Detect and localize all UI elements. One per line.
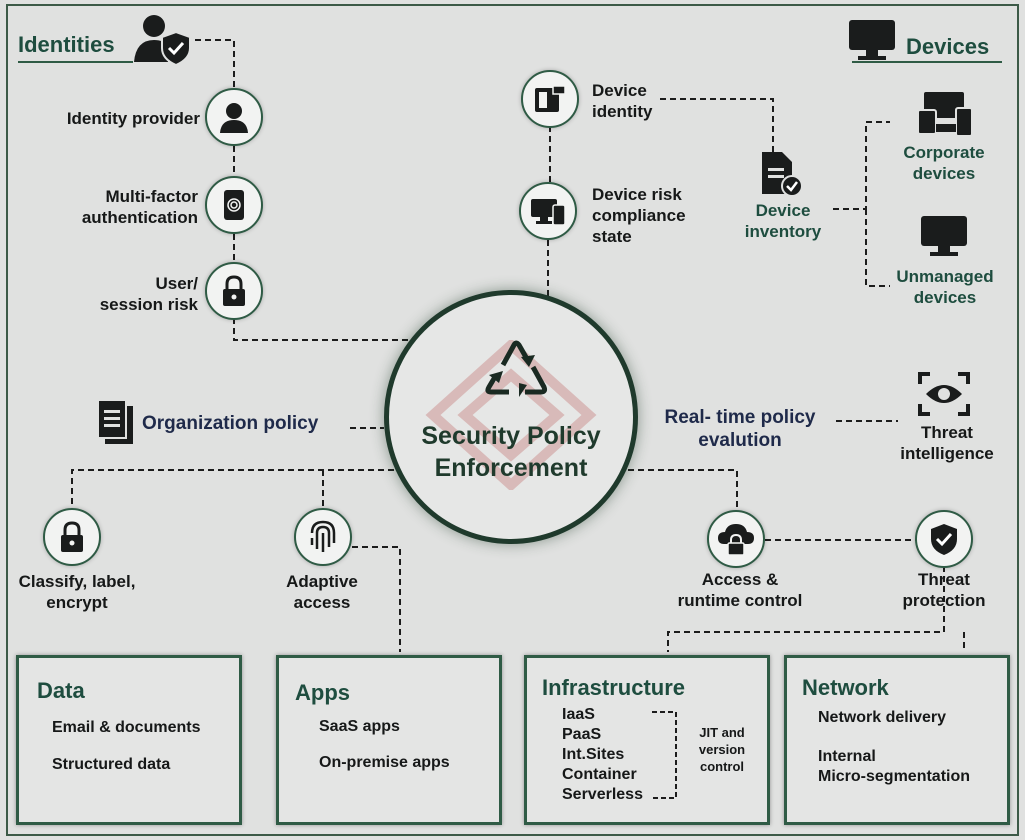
classify-label-2: encrypt: [46, 593, 108, 612]
infra-item: Container: [562, 766, 637, 783]
identities-title: Identities: [18, 32, 115, 57]
devices-title: Devices: [906, 34, 990, 59]
data-item: Structured data: [52, 756, 171, 773]
policy-documents-icon: [96, 398, 136, 451]
fingerprint-icon: [310, 520, 336, 552]
jit-label-2: version: [698, 742, 746, 757]
shield-check-icon: [931, 524, 957, 555]
apps-box: Apps SaaS apps On-premise apps: [276, 655, 502, 825]
jit-label-1: JIT and: [699, 725, 745, 740]
adaptive-label-2: access: [293, 593, 351, 612]
unmanaged-label-2: devices: [913, 288, 977, 307]
devices-underline: [852, 61, 1002, 63]
center-title-2: Enforcement: [434, 454, 588, 482]
unmanaged-monitor-icon: [920, 214, 968, 263]
network-item: Network delivery: [818, 709, 947, 726]
unmanaged-label-1: Unmanaged: [896, 267, 994, 286]
devices-compliance-icon: [531, 199, 566, 226]
inventory-label-1: Device: [755, 201, 811, 220]
realtime-label-1: Real- time policy: [664, 407, 816, 428]
org-policy-label: Organization policy: [142, 413, 319, 434]
apps-box-title: Apps: [295, 680, 350, 705]
access-runtime-label-1: Access &: [701, 570, 779, 589]
classify-label-1: Classify, label,: [18, 572, 136, 591]
security-policy-center: Security Policy Enforcement: [384, 290, 638, 544]
corporate-label-2: devices: [912, 164, 976, 183]
adaptive-access-node: [294, 508, 352, 566]
corporate-devices-icon: [916, 90, 974, 143]
user-icon: [220, 103, 248, 133]
classify-node: [43, 508, 101, 566]
network-box-title: Network: [802, 675, 889, 700]
data-item: Email & documents: [52, 719, 201, 736]
threat-intel-label-1: Threat: [921, 423, 973, 442]
cloud-lock-icon: [718, 524, 754, 556]
device-risk-label-1: Device risk: [592, 185, 682, 204]
device-risk-node: [519, 182, 577, 240]
user-shield-icon: [132, 10, 192, 71]
infrastructure-box-title: Infrastructure: [542, 675, 686, 700]
identity-provider-label: Identity provider: [66, 109, 200, 128]
infra-item: PaaS: [562, 726, 602, 743]
adaptive-label-1: Adaptive: [286, 572, 358, 591]
access-runtime-node: [707, 510, 765, 568]
threat-protection-label-2: protection: [902, 591, 986, 610]
device-identity-label-1: Device: [592, 81, 647, 100]
lock-icon: [61, 521, 83, 552]
monitor-icon: [848, 18, 896, 67]
device-identity-label-2: identity: [592, 102, 653, 121]
mfa-node: [205, 176, 263, 234]
jit-label-3: control: [699, 759, 745, 774]
network-item: Micro-segmentation: [818, 768, 971, 785]
phone-fingerprint-icon: [224, 190, 244, 220]
device-tag-icon: [535, 85, 566, 112]
access-runtime-label-2: runtime control: [677, 591, 803, 610]
eye-scan-icon: [918, 372, 970, 421]
center-title-1: Security Policy: [421, 422, 601, 450]
apps-item: SaaS apps: [319, 718, 400, 735]
infrastructure-box: Infrastructure IaaS PaaS Int.Sites Conta…: [524, 655, 770, 825]
inventory-label-2: inventory: [744, 222, 822, 241]
recycle-icon: [485, 340, 548, 397]
infra-item: Serverless: [562, 786, 643, 803]
mfa-label-2: authentication: [81, 208, 198, 227]
data-box-title: Data: [37, 678, 85, 703]
inventory-document-icon: [756, 150, 804, 203]
lock-icon: [223, 275, 245, 306]
mfa-label-1: Multi-factor: [105, 187, 198, 206]
threat-protection-node: [915, 510, 973, 568]
session-risk-label-2: session risk: [99, 295, 198, 314]
threat-protection-label-1: Threat: [918, 570, 970, 589]
watermark-logo: [425, 340, 597, 490]
corporate-label-1: Corporate: [903, 143, 985, 162]
identities-underline: [18, 61, 133, 63]
realtime-label-2: evalution: [698, 430, 782, 451]
session-risk-node: [205, 262, 263, 320]
infra-item: IaaS: [562, 706, 595, 723]
apps-item: On-premise apps: [319, 754, 450, 771]
network-box: Network Network delivery Internal Micro-…: [784, 655, 1010, 825]
network-item: Internal: [818, 748, 876, 765]
infra-item: Int.Sites: [562, 746, 625, 763]
diagram-frame: [6, 4, 1019, 836]
data-box: Data Email & documents Structured data: [16, 655, 242, 825]
session-risk-label-1: User/: [155, 274, 198, 293]
identity-provider-node: [205, 88, 263, 146]
threat-intel-label-2: intelligence: [900, 444, 994, 463]
device-risk-label-2: compliance: [592, 206, 686, 225]
device-identity-node: [521, 70, 579, 128]
device-risk-label-3: state: [592, 227, 632, 246]
